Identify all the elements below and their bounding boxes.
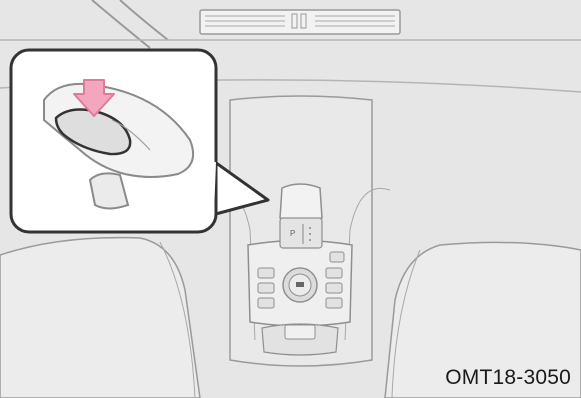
shift-lever: P: [280, 184, 322, 248]
shift-position-indicator: P: [290, 229, 295, 238]
drive-mode-dial: [283, 268, 317, 302]
console-button: [258, 268, 274, 278]
console-button: [258, 298, 274, 308]
air-vent: [200, 10, 400, 34]
console-button: [326, 268, 342, 278]
figure-code: OMT18-3050: [445, 366, 571, 390]
console-button: [330, 252, 344, 262]
console-button: [326, 283, 342, 293]
console-button: [326, 298, 342, 308]
console-button: [258, 283, 274, 293]
